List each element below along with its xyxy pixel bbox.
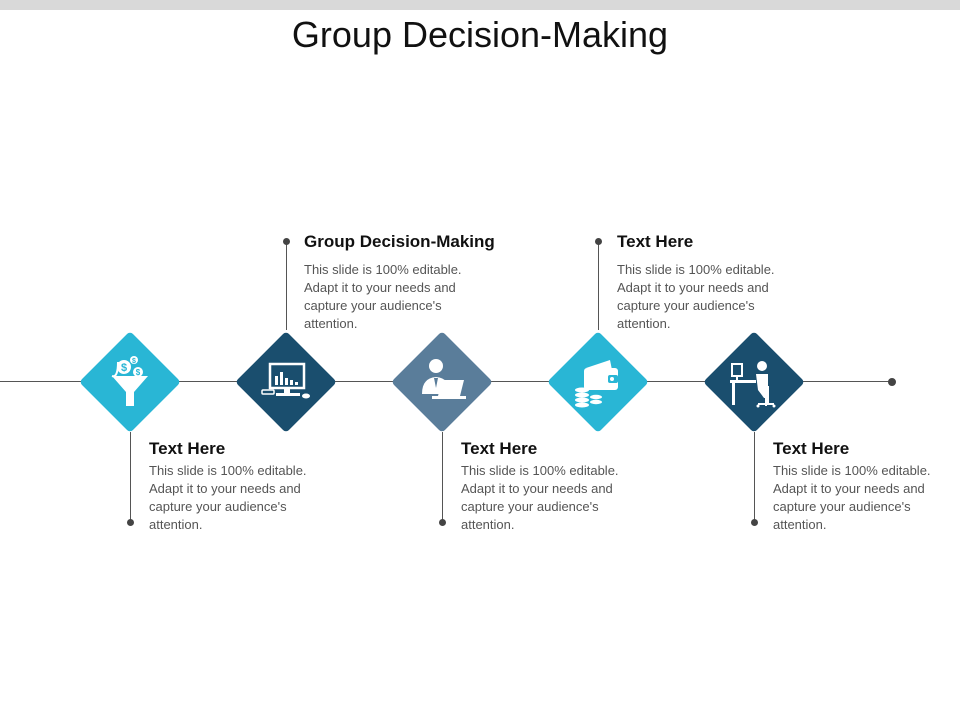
step-2-dot xyxy=(283,238,290,245)
step-5-heading: Text Here xyxy=(773,439,850,458)
step-2-connector xyxy=(286,242,287,330)
svg-text:$: $ xyxy=(136,368,141,377)
slide-title: Group Decision-Making xyxy=(291,14,669,55)
step-1-text: This slide is 100% editable. Adapt it to… xyxy=(149,463,307,532)
timeline-end-dot xyxy=(888,378,896,386)
businessman-laptop-icon xyxy=(410,350,474,414)
step-2-text: This slide is 100% editable. Adapt it to… xyxy=(304,262,462,331)
wallet-coins-icon xyxy=(566,350,630,414)
step-5-dot xyxy=(751,519,758,526)
step-3-heading: Text Here xyxy=(461,439,538,458)
step-5-connector xyxy=(754,432,755,522)
step-1-connector xyxy=(130,432,131,522)
step-1-heading: Text Here xyxy=(149,439,226,458)
money-funnel-icon: $ $ $ xyxy=(98,350,162,414)
step-2-heading: Group Decision-Making xyxy=(304,232,495,251)
top-bar xyxy=(0,0,960,10)
step-4-heading: Text Here xyxy=(617,232,694,251)
svg-text:$: $ xyxy=(132,358,136,365)
step-3-text: This slide is 100% editable. Adapt it to… xyxy=(461,463,619,532)
step-5-text: This slide is 100% editable. Adapt it to… xyxy=(773,463,931,532)
step-4-dot xyxy=(595,238,602,245)
step-1-dot xyxy=(127,519,134,526)
svg-text:$: $ xyxy=(121,362,127,374)
step-4-text: This slide is 100% editable. Adapt it to… xyxy=(617,262,775,331)
step-4-connector xyxy=(598,242,599,330)
computer-chart-icon xyxy=(254,350,318,414)
step-3-connector xyxy=(442,432,443,522)
person-at-desk-icon xyxy=(722,350,786,414)
step-3-dot xyxy=(439,519,446,526)
